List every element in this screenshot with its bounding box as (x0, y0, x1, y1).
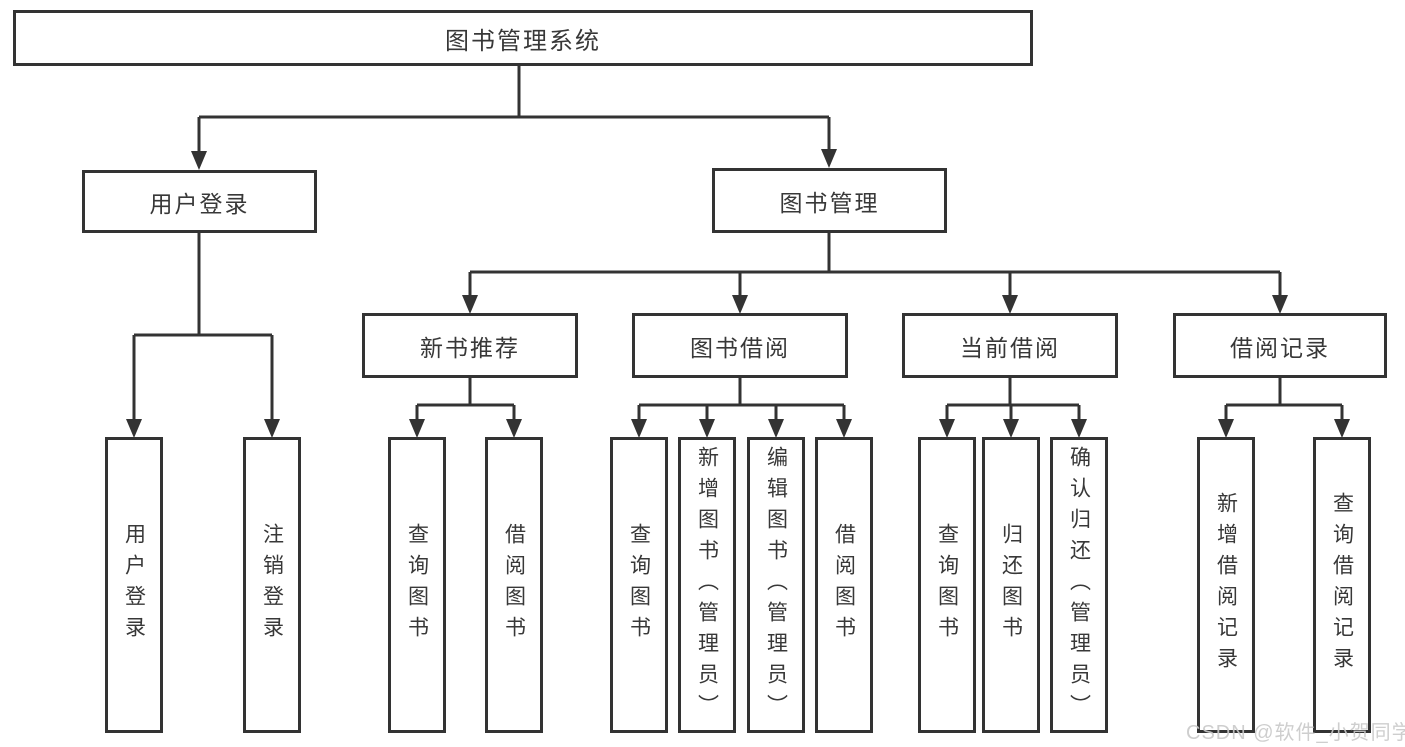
node-borrow-records-label: 借阅记录 (1230, 334, 1330, 361)
edge-new-book-recommend-to-leaves (409, 378, 522, 438)
node-book-borrow: 图书借阅 (632, 313, 848, 378)
leaf-edit-book-admin-label: 编辑图书（管理员） (764, 445, 788, 725)
node-current-borrow-label: 当前借阅 (960, 334, 1060, 361)
leaf-user-login-label: 用户登录 (122, 523, 146, 647)
leaf-add-book-admin: 新增图书（管理员） (678, 437, 736, 733)
leaf-query-book-current: 查询图书 (918, 437, 976, 733)
edge-current-borrow-to-leaves (939, 378, 1087, 438)
leaf-add-book-admin-label: 新增图书（管理员） (695, 445, 719, 725)
csdn-watermark: CSDN @软件_小贺同学 (1186, 722, 1405, 744)
node-user-login-label: 用户登录 (149, 190, 250, 217)
leaf-query-book-recommend-label: 查询图书 (405, 523, 429, 647)
node-book-management-label: 图书管理 (779, 189, 880, 216)
leaf-query-borrow-record-label: 查询借阅记录 (1330, 492, 1354, 678)
node-new-book-recommend: 新书推荐 (362, 313, 578, 378)
leaf-borrow-book-recommend-label: 借阅图书 (502, 523, 526, 647)
edge-book-borrow-to-leaves (631, 378, 852, 438)
node-current-borrow: 当前借阅 (902, 313, 1118, 378)
leaf-edit-book-admin: 编辑图书（管理员） (747, 437, 805, 733)
edge-root-to-level1 (191, 66, 837, 170)
leaf-return-book-label: 归还图书 (999, 523, 1023, 647)
leaf-query-borrow-record: 查询借阅记录 (1313, 437, 1371, 733)
leaf-query-book-recommend: 查询图书 (388, 437, 446, 733)
leaf-query-book-borrow: 查询图书 (610, 437, 668, 733)
edge-book-mgmt-to-level2 (462, 233, 1288, 314)
node-user-login: 用户登录 (82, 170, 317, 233)
leaf-confirm-return-admin-label: 确认归还（管理员） (1067, 445, 1091, 725)
node-book-management: 图书管理 (712, 168, 947, 233)
leaf-logout-login-label: 注销登录 (260, 523, 284, 647)
leaf-confirm-return-admin: 确认归还（管理员） (1050, 437, 1108, 733)
node-root: 图书管理系统 (13, 10, 1033, 66)
leaf-user-login: 用户登录 (105, 437, 163, 733)
leaf-add-borrow-record-label: 新增借阅记录 (1214, 492, 1238, 678)
leaf-query-book-current-label: 查询图书 (935, 523, 959, 647)
node-root-label: 图书管理系统 (445, 27, 601, 55)
node-book-borrow-label: 图书借阅 (690, 334, 790, 361)
node-borrow-records: 借阅记录 (1173, 313, 1387, 378)
leaf-return-book: 归还图书 (982, 437, 1040, 733)
leaf-borrow-book: 借阅图书 (815, 437, 873, 733)
leaf-query-book-borrow-label: 查询图书 (627, 523, 651, 647)
leaf-borrow-book-label: 借阅图书 (832, 523, 856, 647)
node-new-book-recommend-label: 新书推荐 (420, 334, 520, 361)
leaf-add-borrow-record: 新增借阅记录 (1197, 437, 1255, 733)
leaf-borrow-book-recommend: 借阅图书 (485, 437, 543, 733)
edge-user-login-to-leaves (126, 233, 280, 438)
edge-borrow-records-to-leaves (1218, 378, 1350, 438)
leaf-logout-login: 注销登录 (243, 437, 301, 733)
